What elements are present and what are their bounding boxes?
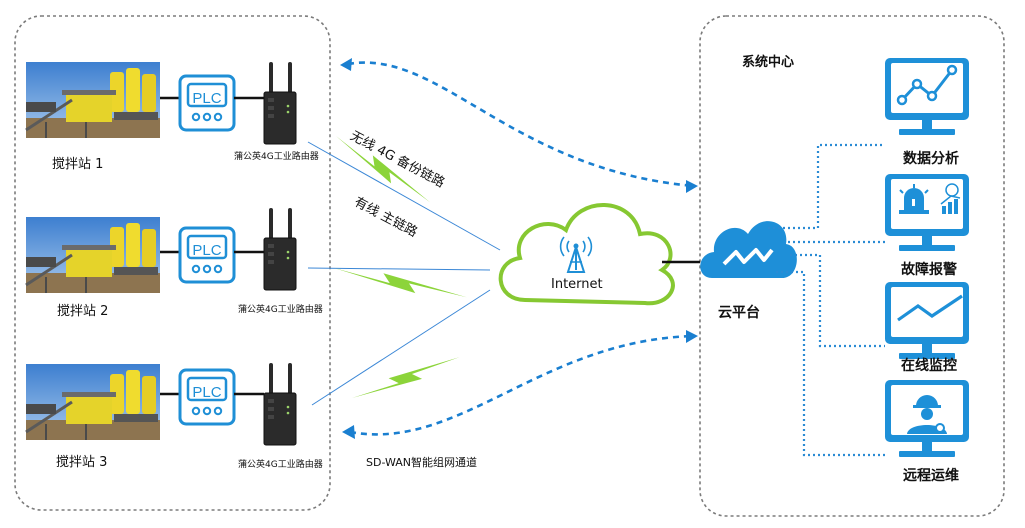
platform-connectors bbox=[768, 143, 885, 457]
plc-text: PLC bbox=[192, 384, 221, 401]
router-icon bbox=[263, 207, 297, 291]
station-label: 搅拌站 1 bbox=[52, 157, 104, 172]
bar-chart-icon bbox=[940, 183, 961, 214]
service-data-analysis bbox=[885, 58, 969, 135]
wired-link-line bbox=[307, 141, 501, 251]
station-label: 搅拌站 2 bbox=[57, 304, 109, 319]
service-fault-alarm bbox=[885, 174, 969, 251]
wired-link-line bbox=[311, 289, 491, 406]
sdwan-arc-bottom bbox=[349, 334, 695, 436]
service-label-data-analysis: 数据分析 bbox=[903, 151, 959, 167]
plc-text: PLC bbox=[192, 242, 221, 259]
mixing-plant-image bbox=[24, 60, 162, 140]
arrow-right-icon bbox=[686, 180, 698, 193]
station-label: 搅拌站 3 bbox=[56, 455, 108, 470]
mixing-plant-image bbox=[24, 215, 162, 295]
router-label: 蒲公英4G工业路由器 bbox=[234, 152, 319, 162]
system-center-boundary bbox=[699, 15, 1005, 517]
arrow-left-icon bbox=[342, 425, 355, 439]
internet-label: Internet bbox=[551, 277, 603, 292]
arrow-left-icon bbox=[340, 58, 352, 71]
stations-group-boundary bbox=[14, 15, 331, 511]
service-remote-ops bbox=[885, 380, 969, 457]
arrow-right-icon bbox=[686, 330, 698, 343]
internet-cloud-icon bbox=[498, 203, 675, 306]
plc-text: PLC bbox=[192, 90, 221, 107]
service-label-fault-alarm: 故障报警 bbox=[901, 262, 957, 278]
engineer-icon bbox=[907, 395, 947, 434]
wired-link-line bbox=[307, 267, 491, 271]
station-2 bbox=[24, 207, 297, 295]
mixing-plant-image bbox=[24, 362, 162, 442]
service-label-online-monitoring: 在线监控 bbox=[901, 358, 957, 374]
router-label: 蒲公英4G工业路由器 bbox=[238, 305, 323, 315]
cloud-platform-label: 云平台 bbox=[718, 305, 760, 321]
alarm-icon bbox=[899, 184, 929, 214]
service-label-remote-ops: 远程运维 bbox=[903, 468, 959, 484]
station-1 bbox=[24, 60, 297, 145]
router-icon bbox=[263, 362, 297, 446]
system-center-title: 系统中心 bbox=[742, 55, 795, 70]
router-icon bbox=[263, 61, 297, 145]
sdwan-label: SD-WAN智能组网通道 bbox=[366, 456, 478, 469]
service-online-monitoring bbox=[885, 282, 969, 359]
sdwan-arc-top bbox=[347, 61, 695, 188]
router-label: 蒲公英4G工业路由器 bbox=[238, 460, 323, 470]
cloud-platform-icon bbox=[700, 221, 797, 278]
station-3 bbox=[24, 362, 297, 446]
monitor-trend-icon bbox=[897, 294, 963, 322]
line-chart-icon bbox=[896, 64, 958, 106]
